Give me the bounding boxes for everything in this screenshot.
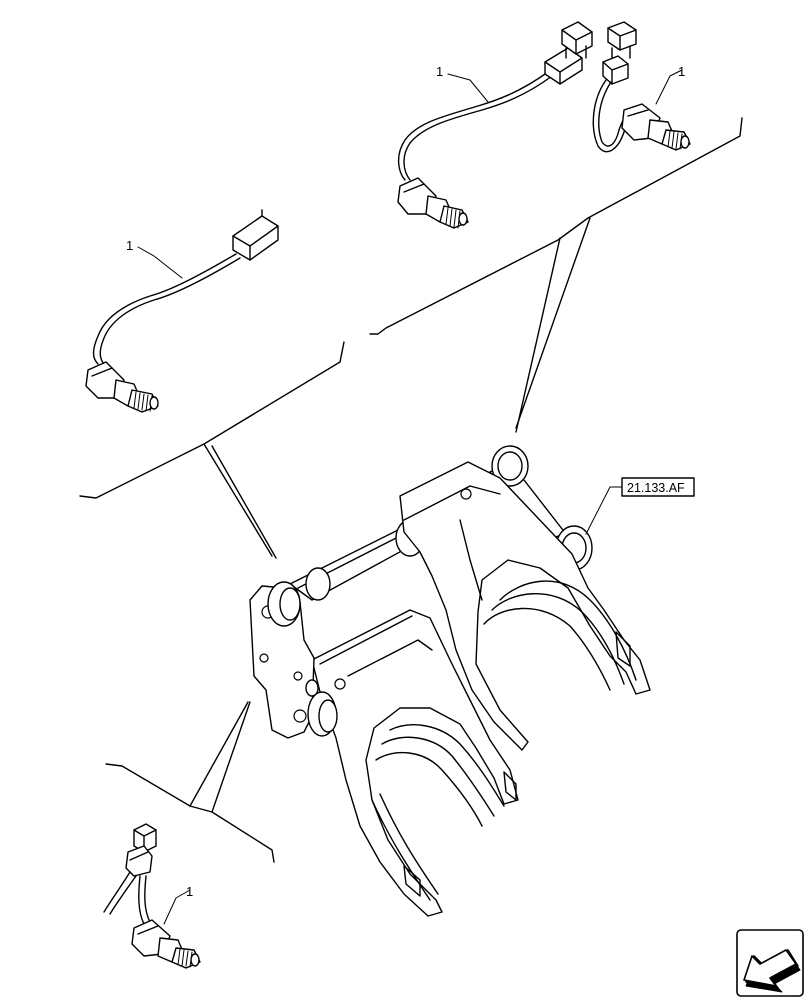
callout-label: 1 — [126, 238, 133, 253]
reference-label[interactable]: 21.133.AF — [627, 481, 685, 495]
nav-arrow-button[interactable] — [736, 929, 804, 997]
callout-label: 1 — [678, 64, 685, 79]
sensor-left: 1 — [85, 209, 279, 413]
sensor-top-right: 1 — [592, 21, 691, 153]
sensor-top-middle: 1 — [397, 21, 593, 229]
reference-link[interactable]: 21.133.AF — [585, 477, 695, 535]
callout-label: 1 — [186, 884, 193, 899]
callout-label: 1 — [436, 64, 443, 79]
leader-brackets — [79, 117, 743, 863]
shift-fork-assembly — [249, 445, 651, 917]
sensor-bottom-left: 1 — [103, 823, 201, 969]
arrow-icon — [743, 949, 801, 993]
